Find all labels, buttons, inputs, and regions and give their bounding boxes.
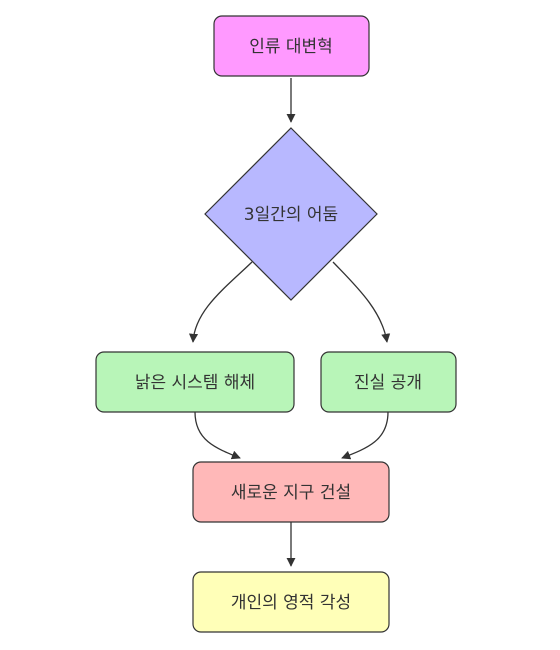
node-truth-shape — [320, 351, 457, 413]
node-newearth-label: 새로운 지구 건설 — [231, 483, 351, 503]
edge-dismantle-newearth — [194, 411, 241, 460]
node-darkness-shape — [204, 127, 378, 301]
node-darkness-label: 3일간의 어둠 — [244, 205, 338, 225]
node-dismantle-shape — [95, 351, 295, 413]
node-newearth: 새로운 지구 건설 — [192, 461, 390, 523]
node-truth: 진실 공개 — [320, 351, 457, 413]
node-dismantle: 낡은 시스템 해체 — [95, 351, 295, 413]
node-revolution-shape — [213, 15, 370, 77]
node-awakening-shape — [192, 571, 390, 633]
node-truth-label: 진실 공개 — [354, 373, 422, 393]
edge-darkness-dismantle — [188, 261, 253, 343]
node-darkness: 3일간의 어둠 — [204, 127, 378, 301]
node-awakening: 개인의 영적 각성 — [192, 571, 390, 633]
edge-truth-newearth — [341, 411, 389, 460]
node-awakening-label: 개인의 영적 각성 — [231, 593, 351, 613]
node-dismantle-label: 낡은 시스템 해체 — [135, 373, 255, 393]
edge-darkness-truth — [332, 261, 391, 343]
node-newearth-shape — [192, 461, 390, 523]
node-revolution-label: 인류 대변혁 — [249, 37, 333, 57]
node-revolution: 인류 대변혁 — [213, 15, 370, 77]
